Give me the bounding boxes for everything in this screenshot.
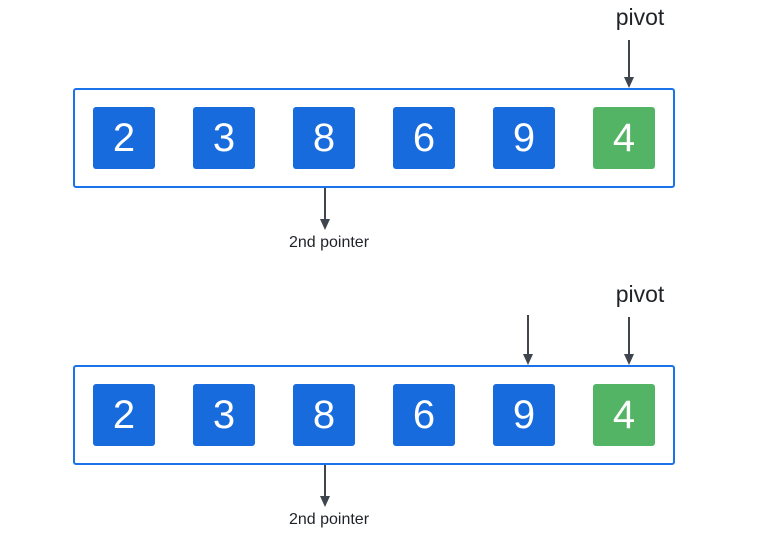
pivot-label: pivot — [615, 281, 665, 307]
array-cell: 3 — [193, 107, 255, 169]
pivot-arrow-icon — [624, 317, 634, 365]
array-cell: 6 — [393, 384, 455, 446]
array-cell: 9 — [493, 384, 555, 446]
array-cell: 9 — [493, 107, 555, 169]
partition-step-1: pivot 2 3 8 6 9 4 2nd pointer — [73, 4, 675, 251]
pivot-label: pivot — [615, 4, 665, 30]
second-pointer-label: 2nd pointer — [288, 511, 370, 528]
second-pointer-arrow-icon — [320, 465, 330, 507]
array-container: 2 3 8 6 9 4 — [73, 365, 675, 465]
partition-step-2: pivot 2 3 8 6 9 4 2nd pointer — [0, 277, 775, 549]
array-cell: 8 — [293, 107, 355, 169]
second-pointer-arrow-icon — [320, 188, 330, 230]
array-container: 2 3 8 6 9 4 — [73, 88, 675, 188]
pivot-cell: 4 — [593, 107, 655, 169]
array-cell: 2 — [93, 107, 155, 169]
pivot-cell: 4 — [593, 384, 655, 446]
array-cell: 3 — [193, 384, 255, 446]
second-pointer-label: 2nd pointer — [288, 234, 370, 251]
array-cell: 2 — [93, 384, 155, 446]
pivot-arrow-icon — [624, 40, 634, 88]
array-cell: 6 — [393, 107, 455, 169]
scan-pointer-arrow-icon — [523, 315, 533, 365]
array-cell: 8 — [293, 384, 355, 446]
